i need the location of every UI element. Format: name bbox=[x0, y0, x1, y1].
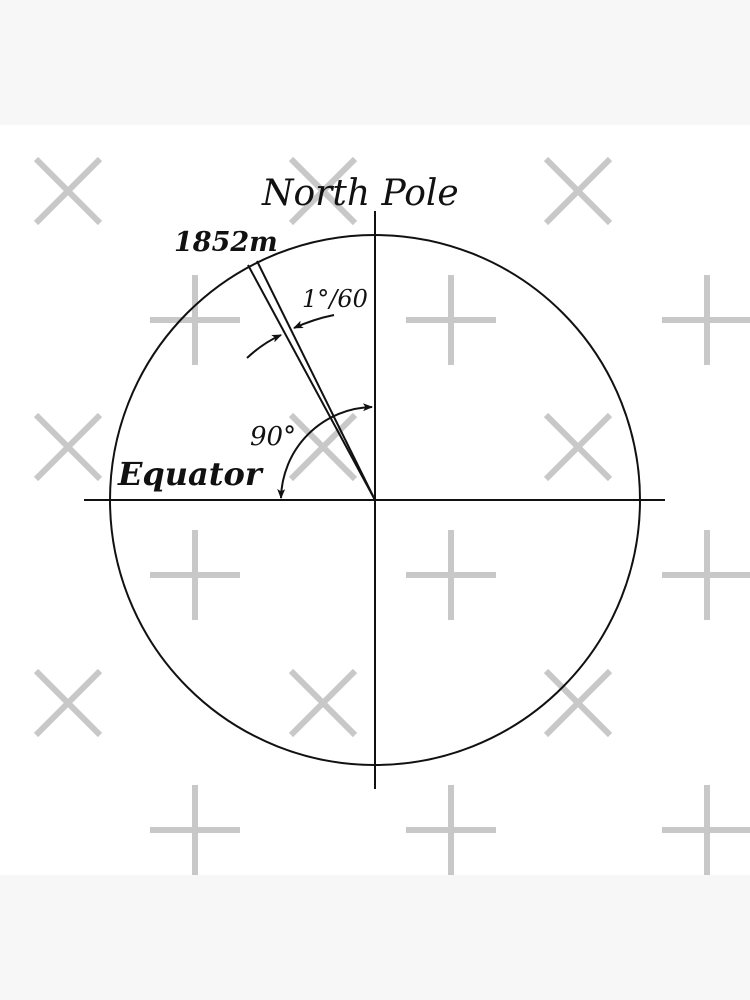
watermark-plus-icon bbox=[662, 275, 750, 365]
north-pole-label: North Pole bbox=[261, 173, 459, 214]
watermark-x-icon bbox=[288, 668, 358, 738]
watermark-x-icon bbox=[33, 156, 103, 226]
watermark-plus-icon bbox=[662, 530, 750, 620]
right-angle-label: 90° bbox=[250, 422, 296, 452]
watermark-plus-icon bbox=[406, 530, 496, 620]
equator-label: Equator bbox=[117, 455, 264, 493]
right-angle-arc bbox=[277, 403, 373, 499]
diagram-panel: North Pole 1852m 1°/60 90° Equator bbox=[0, 125, 750, 875]
watermark-pattern bbox=[33, 156, 750, 875]
watermark-x-icon bbox=[543, 412, 613, 482]
wedge-arrow-lower bbox=[246, 334, 282, 359]
watermark-x-icon bbox=[543, 668, 613, 738]
earth-cross-section-diagram: North Pole 1852m 1°/60 90° Equator bbox=[84, 173, 665, 789]
watermark-plus-icon bbox=[150, 785, 240, 875]
watermark-x-icon bbox=[33, 668, 103, 738]
arc-length-label: 1852m bbox=[174, 227, 278, 258]
watermark-x-icon bbox=[543, 156, 613, 226]
watermark-plus-icon bbox=[406, 785, 496, 875]
small-angle-label: 1°/60 bbox=[302, 285, 368, 313]
watermark-x-icon bbox=[288, 156, 358, 226]
watermark-plus-icon bbox=[662, 785, 750, 875]
watermark-plus-icon bbox=[150, 275, 240, 365]
wedge-arrow-upper bbox=[293, 314, 335, 329]
watermark-plus-icon bbox=[150, 530, 240, 620]
watermark-x-icon bbox=[33, 412, 103, 482]
watermark-plus-icon bbox=[406, 275, 496, 365]
